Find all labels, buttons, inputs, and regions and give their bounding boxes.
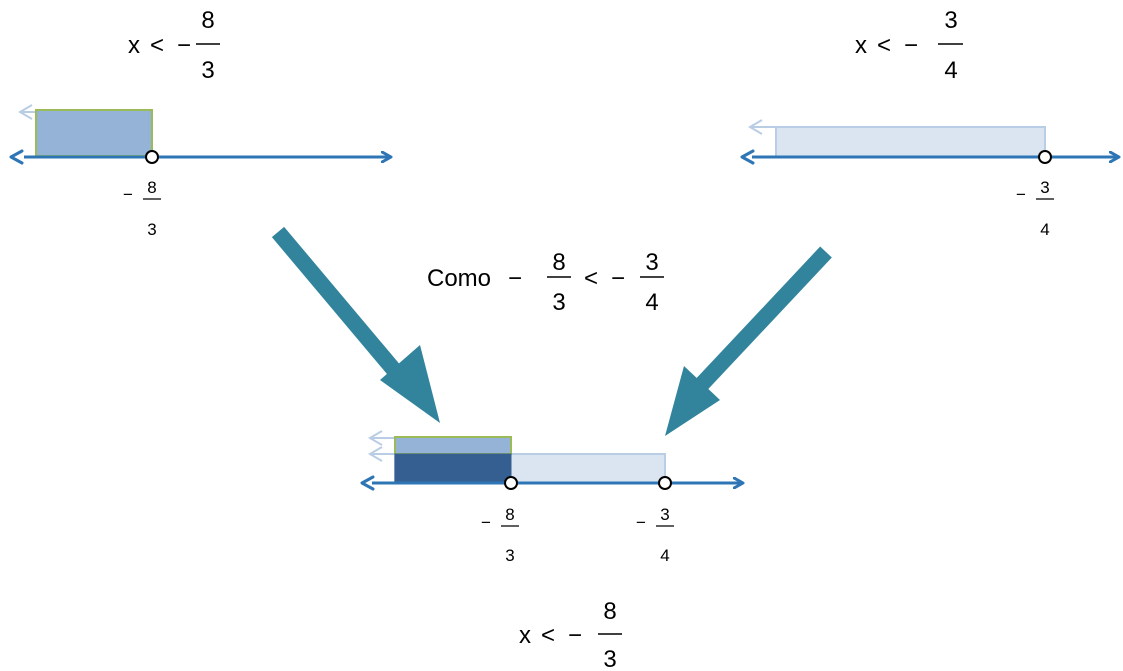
var-x: x [128,32,140,59]
axis-left-arrow [740,149,755,165]
arrow-head [380,345,440,423]
fraction-denominator: 3 [201,57,214,84]
fraction-numerator: 8 [552,249,565,276]
fraction-numerator: 8 [201,7,214,34]
fraction-denominator: 3 [505,546,514,565]
tick-label-a: − 8 3 [481,505,519,565]
minus-sign: − [904,32,918,59]
arrow-shaft [696,246,832,390]
right-merge-arrow [665,246,832,436]
minus-sign: − [123,185,133,204]
less-than-sign: < [877,32,891,59]
fraction-denominator: 4 [645,289,658,316]
combined-number-line: − 8 3 − 3 4 [360,430,742,565]
tick-label-b: − 3 4 [636,505,674,565]
fraction-numerator: 8 [147,178,156,197]
top-left-inequality: x < − 8 3 [128,7,220,84]
fraction-denominator: 3 [603,646,616,671]
fraction-denominator: 3 [552,289,565,316]
fraction-numerator: 3 [944,7,957,34]
fraction-denominator: 4 [1040,220,1049,239]
solution-shade [35,109,153,157]
minus-sign: − [611,265,625,292]
fraction-numerator: 3 [1040,178,1049,197]
less-than-sign: < [150,32,164,59]
minus-sign: − [636,513,646,532]
less-than-sign: < [541,622,555,649]
var-x: x [855,32,867,59]
fraction-numerator: 3 [660,505,669,524]
fraction-numerator: 3 [645,249,658,276]
left-merge-arrow [271,226,440,423]
arrow-shaft [271,226,412,389]
solution-shade [775,126,1046,158]
open-point [1038,150,1052,164]
top-right-inequality: x < − 3 4 [855,7,963,84]
var-x: x [519,622,531,649]
axis-left-arrow [9,149,24,165]
tick-label: − 8 3 [123,178,161,239]
shade-first-inequality [394,436,512,455]
axis-left-arrow [360,475,375,491]
fraction-denominator: 4 [944,57,957,84]
minus-sign: − [481,513,491,532]
fraction-numerator: 8 [505,505,514,524]
fraction-denominator: 3 [147,220,156,239]
comparison-statement: Como − 8 3 < − 3 4 [427,249,664,316]
minus-sign: − [177,32,191,59]
fraction-denominator: 4 [660,546,669,565]
less-than-sign: < [584,265,598,292]
comparison-word: Como [427,265,491,292]
arrow-head [665,366,720,436]
open-point-b [658,476,672,490]
minus-sign: − [508,265,522,292]
open-point-a [504,476,518,490]
fraction-numerator: 8 [603,598,616,625]
open-point [145,150,159,164]
top-right-number-line: − 3 4 [740,119,1118,239]
minus-sign: − [1016,185,1026,204]
minus-sign: − [568,622,582,649]
tick-label: − 3 4 [1016,178,1054,239]
shade-overlap [394,453,512,484]
result-inequality: x < − 8 3 [519,598,622,671]
top-left-number-line: − 8 3 [9,104,390,239]
